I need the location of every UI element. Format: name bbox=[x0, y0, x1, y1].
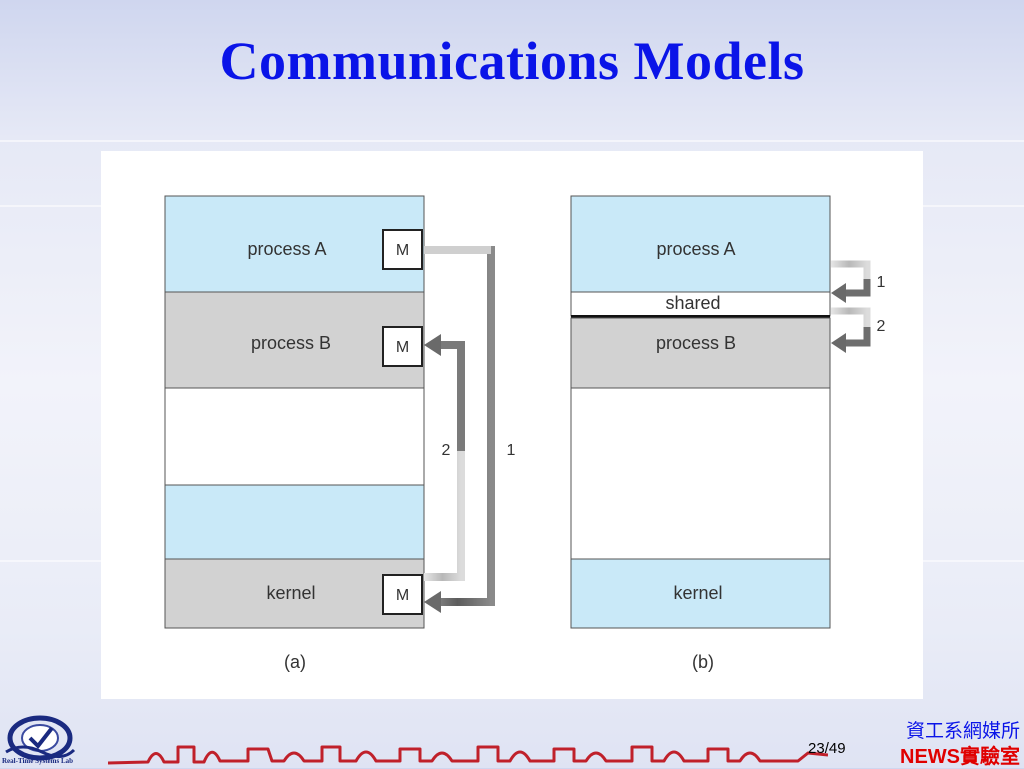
a-mailbox-process-b bbox=[382, 326, 423, 367]
lab-logo-icon bbox=[5, 715, 76, 761]
b-kernel-label: kernel bbox=[673, 583, 722, 603]
page-total: /49 bbox=[824, 740, 846, 757]
b-shared-label: shared bbox=[665, 293, 720, 313]
b-empty-block bbox=[570, 387, 831, 560]
diagram-a: process A process B kernel M M M 2 1 (a) bbox=[164, 195, 516, 672]
page-current: 23 bbox=[808, 740, 825, 757]
b-arrow-2-label: 2 bbox=[877, 318, 886, 335]
a-arrow-1-label: 1 bbox=[507, 442, 516, 459]
a-caption: (a) bbox=[284, 652, 306, 672]
a-kernel-block bbox=[164, 558, 425, 629]
b-kernel-block bbox=[570, 558, 831, 629]
logo-caption: Real-Time Systems Lab bbox=[2, 757, 74, 765]
a-process-b-label: process B bbox=[251, 333, 331, 353]
org-name-line1: 資工系網媒所 bbox=[905, 720, 1020, 742]
b-process-b-block bbox=[570, 317, 831, 389]
a-process-b-block bbox=[164, 291, 425, 389]
a-arrow-1 bbox=[424, 246, 495, 613]
b-shared-block bbox=[570, 291, 831, 317]
a-mailbox-process-b-label: M bbox=[396, 339, 409, 356]
a-arrow-2-label: 2 bbox=[442, 442, 451, 459]
b-process-a-label: process A bbox=[656, 239, 735, 259]
b-arrow-2 bbox=[831, 307, 871, 353]
communications-diagram: process A process B kernel M M M 2 1 (a) bbox=[164, 195, 886, 672]
b-process-a-block bbox=[570, 195, 831, 293]
b-arrow-1-label: 1 bbox=[877, 274, 886, 291]
a-kernel-label: kernel bbox=[266, 583, 315, 603]
slide-title: Communications Models bbox=[219, 31, 805, 91]
a-mailbox-kernel bbox=[382, 574, 423, 615]
a-process-a-block bbox=[164, 195, 425, 293]
a-mailbox-process-a bbox=[382, 229, 423, 270]
b-arrow-1 bbox=[831, 260, 871, 303]
a-light-blue-block bbox=[164, 484, 425, 560]
skyline-decoration bbox=[108, 745, 828, 765]
a-mailbox-kernel-label: M bbox=[396, 587, 409, 604]
diagram-panel: process A process B kernel M M M 2 1 (a) bbox=[101, 151, 923, 699]
b-process-b-label: process B bbox=[656, 333, 736, 353]
org-name-line2: NEWS實驗室 bbox=[900, 746, 1020, 768]
b-caption: (b) bbox=[692, 652, 714, 672]
page-number: 23/49 bbox=[808, 740, 846, 757]
diagram-b: process A shared process B kernel 1 2 (b… bbox=[570, 195, 886, 672]
a-empty-block bbox=[164, 387, 425, 486]
a-process-a-label: process A bbox=[247, 239, 326, 259]
a-arrow-2 bbox=[424, 334, 465, 581]
a-mailbox-process-a-label: M bbox=[396, 242, 409, 259]
